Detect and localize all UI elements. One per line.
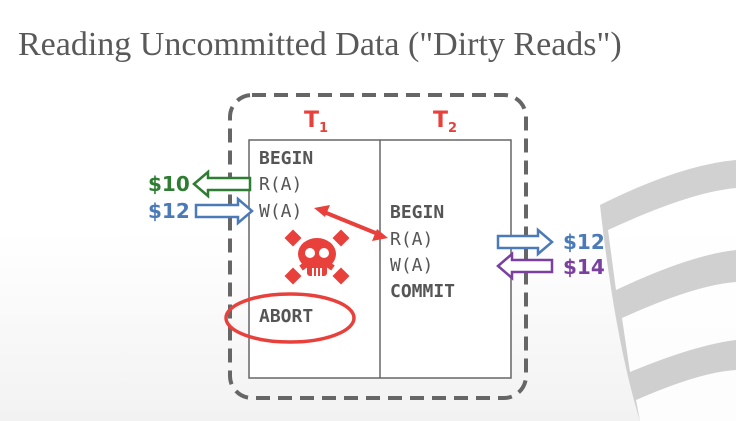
transaction-boundary (228, 93, 528, 400)
t1-abort: ABORT (259, 306, 314, 327)
slide-title: Reading Uncommitted Data ("Dirty Reads") (18, 26, 622, 63)
dirty-read-conflict-arrow (314, 205, 388, 241)
t2-write: W(A) (390, 255, 434, 276)
t1-header: T1 (304, 108, 329, 136)
t2-read-value-arrow (496, 227, 554, 257)
t1-write-value: $12 (148, 199, 190, 223)
t2-begin: BEGIN (390, 202, 445, 223)
t1-write: W(A) (259, 201, 303, 222)
t1-read-value-arrow (192, 169, 252, 199)
t2-read-value: $12 (563, 230, 605, 254)
t1-read-value: $10 (148, 172, 190, 196)
t2-write-value-arrow (496, 251, 554, 281)
t2-write-value: $14 (563, 255, 605, 279)
t2-commit: COMMIT (390, 281, 456, 302)
t2-read: R(A) (390, 229, 434, 250)
t2-header: T2 (433, 108, 458, 136)
abort-highlight-ellipse (224, 292, 356, 344)
skull-crossbones-icon (284, 229, 350, 285)
t1-begin: BEGIN (259, 148, 314, 169)
t1-read: R(A) (259, 174, 303, 195)
t1-write-value-arrow (194, 196, 254, 226)
